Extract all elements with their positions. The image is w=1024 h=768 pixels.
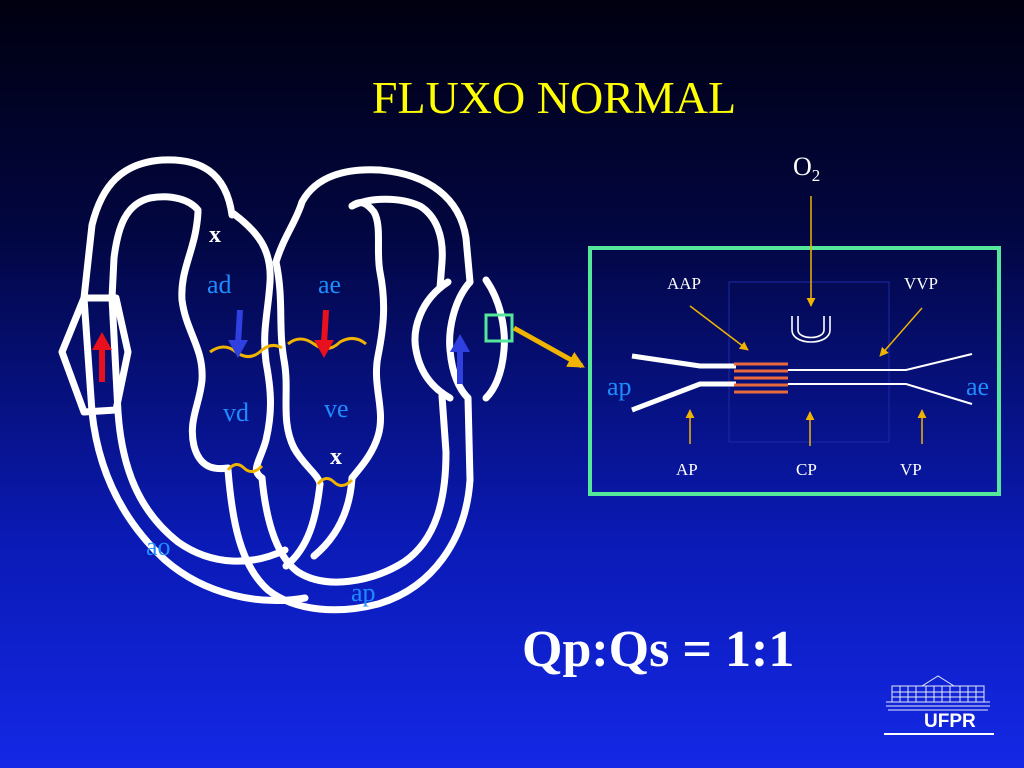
label-pulmonary-artery: ap [351, 578, 376, 607]
ufpr-building-logo-icon [884, 675, 994, 735]
heart-outer-left-wall [80, 156, 309, 604]
aorta-vessel-outer [224, 394, 474, 614]
inset-panel [588, 246, 1001, 496]
label-right-atrium: ad [207, 270, 232, 299]
label-right-ventricle: vd [223, 398, 249, 427]
tricuspid-valve [209, 343, 283, 358]
inset-label-ap: ap [607, 372, 632, 401]
inset-label-aap: AAP [667, 274, 702, 293]
left-ventricle-wall [348, 199, 388, 482]
slide-title: FLUXO NORMAL [371, 72, 737, 123]
alveolus-region [728, 281, 890, 443]
aortic-valve [316, 477, 354, 487]
vvp-arrow [879, 307, 923, 357]
aorta-vessel-inner [258, 392, 450, 586]
aap-arrow [689, 305, 749, 351]
pulmonary-valve [226, 463, 264, 473]
left-heart-top-inner [348, 195, 446, 292]
blue-arrow-pulmonary [450, 334, 470, 384]
septum-left-wall [178, 208, 232, 473]
capillary-lines [734, 362, 788, 394]
heart-inner-left-wall [108, 193, 289, 565]
systemic-capillary-bed [58, 294, 132, 416]
label-left-atrium: ae [318, 270, 342, 299]
inset-vessels [631, 353, 973, 413]
flow-ratio-equation: Qp:Qs = 1:1 [522, 621, 795, 678]
pulmonary-vessel-inner [310, 474, 356, 560]
left-heart-cavity-wall [272, 258, 324, 488]
inset-label-vvp: VVP [904, 274, 939, 293]
left-heart-inner-wall [272, 166, 474, 286]
blue-arrow-right-atrium [228, 309, 248, 358]
red-arrow-left-atrium [314, 309, 334, 358]
septum-right-wall [230, 210, 274, 482]
zoom-callout-arrow [512, 325, 585, 369]
inset-label-ap-bottom: AP [676, 460, 698, 479]
inset-label-vp: VP [900, 460, 922, 479]
inset-label-ae: ae [966, 372, 990, 401]
inset-label-cp: CP [796, 460, 817, 479]
flow-arrows [92, 309, 470, 384]
red-arrow-systemic [92, 332, 112, 382]
pulmonary-vessel-outer [282, 480, 324, 570]
label-oxygen: O2 [793, 152, 821, 186]
alveolus-icon [791, 316, 831, 343]
pulmonary-capillary-bed [411, 276, 508, 402]
zoom-marker-box [484, 313, 514, 343]
label-aorta: ao [146, 532, 171, 561]
ufpr-logo-text: UFPR [924, 711, 976, 732]
label-left-ventricle: ve [324, 394, 349, 423]
shunt-marker-upper: x [209, 222, 221, 248]
shunt-marker-lower: x [330, 444, 342, 470]
